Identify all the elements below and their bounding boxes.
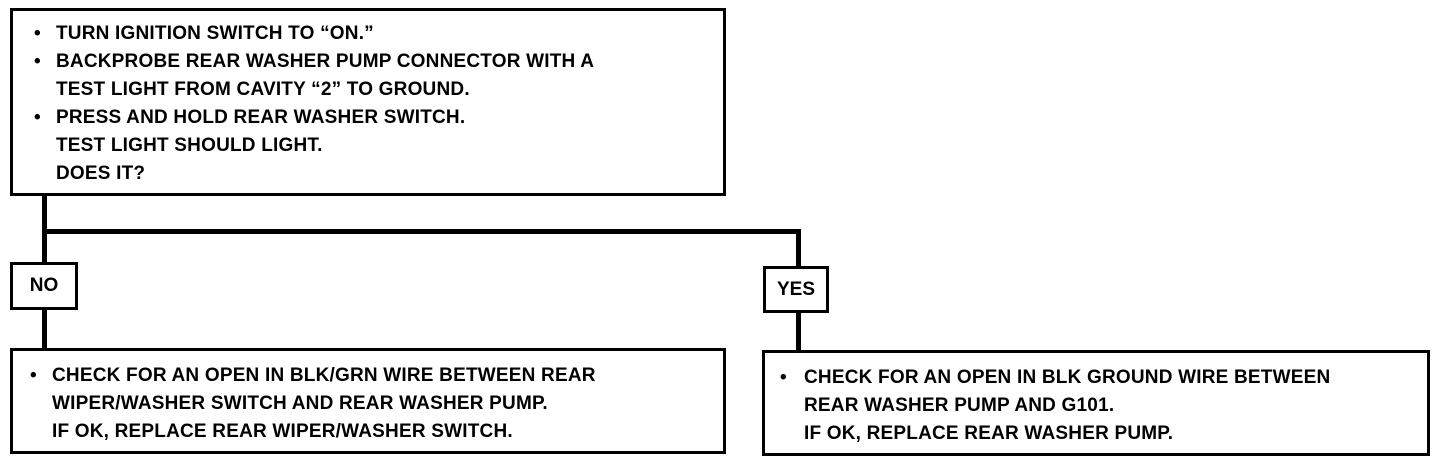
bullet-2: • bbox=[34, 51, 41, 72]
step-backprobe-line2: TEST LIGHT FROM CAVITY “2” TO GROUND. bbox=[56, 79, 470, 100]
no-to-box-line bbox=[42, 310, 47, 350]
yes-result-line3: IF OK, REPLACE REAR WASHER PUMP. bbox=[804, 423, 1174, 444]
yes-result-box bbox=[762, 350, 1430, 456]
question-box bbox=[10, 8, 726, 196]
no-label-box bbox=[10, 262, 78, 310]
no-result-bullet: • bbox=[30, 365, 37, 386]
no-result-line1: CHECK FOR AN OPEN IN BLK/GRN WIRE BETWEE… bbox=[52, 365, 596, 386]
step-expected-result: TEST LIGHT SHOULD LIGHT. bbox=[56, 135, 323, 156]
horizontal-branch-line bbox=[42, 229, 801, 234]
step-press-hold: PRESS AND HOLD REAR WASHER SWITCH. bbox=[56, 107, 466, 128]
step-ignition-on: TURN IGNITION SWITCH TO “ON.” bbox=[56, 23, 374, 44]
no-result-box bbox=[10, 348, 726, 454]
yes-label-box bbox=[763, 266, 829, 313]
yes-to-box-line bbox=[796, 313, 801, 351]
no-result-line2: WIPER/WASHER SWITCH AND REAR WASHER PUMP… bbox=[52, 393, 548, 414]
step-backprobe-line1: BACKPROBE REAR WASHER PUMP CONNECTOR WIT… bbox=[56, 51, 595, 72]
yes-result-line2: REAR WASHER PUMP AND G101. bbox=[804, 395, 1115, 416]
yes-result-bullet: • bbox=[780, 367, 787, 388]
bullet-3: • bbox=[34, 107, 41, 128]
no-result-line3: IF OK, REPLACE REAR WIPER/WASHER SWITCH. bbox=[52, 421, 513, 442]
question-text: DOES IT? bbox=[56, 163, 146, 184]
yes-label: YES bbox=[776, 279, 816, 300]
no-label: NO bbox=[29, 275, 59, 296]
yes-result-line1: CHECK FOR AN OPEN IN BLK GROUND WIRE BET… bbox=[804, 367, 1331, 388]
yes-down-line bbox=[796, 229, 801, 269]
bullet-1: • bbox=[34, 23, 41, 44]
